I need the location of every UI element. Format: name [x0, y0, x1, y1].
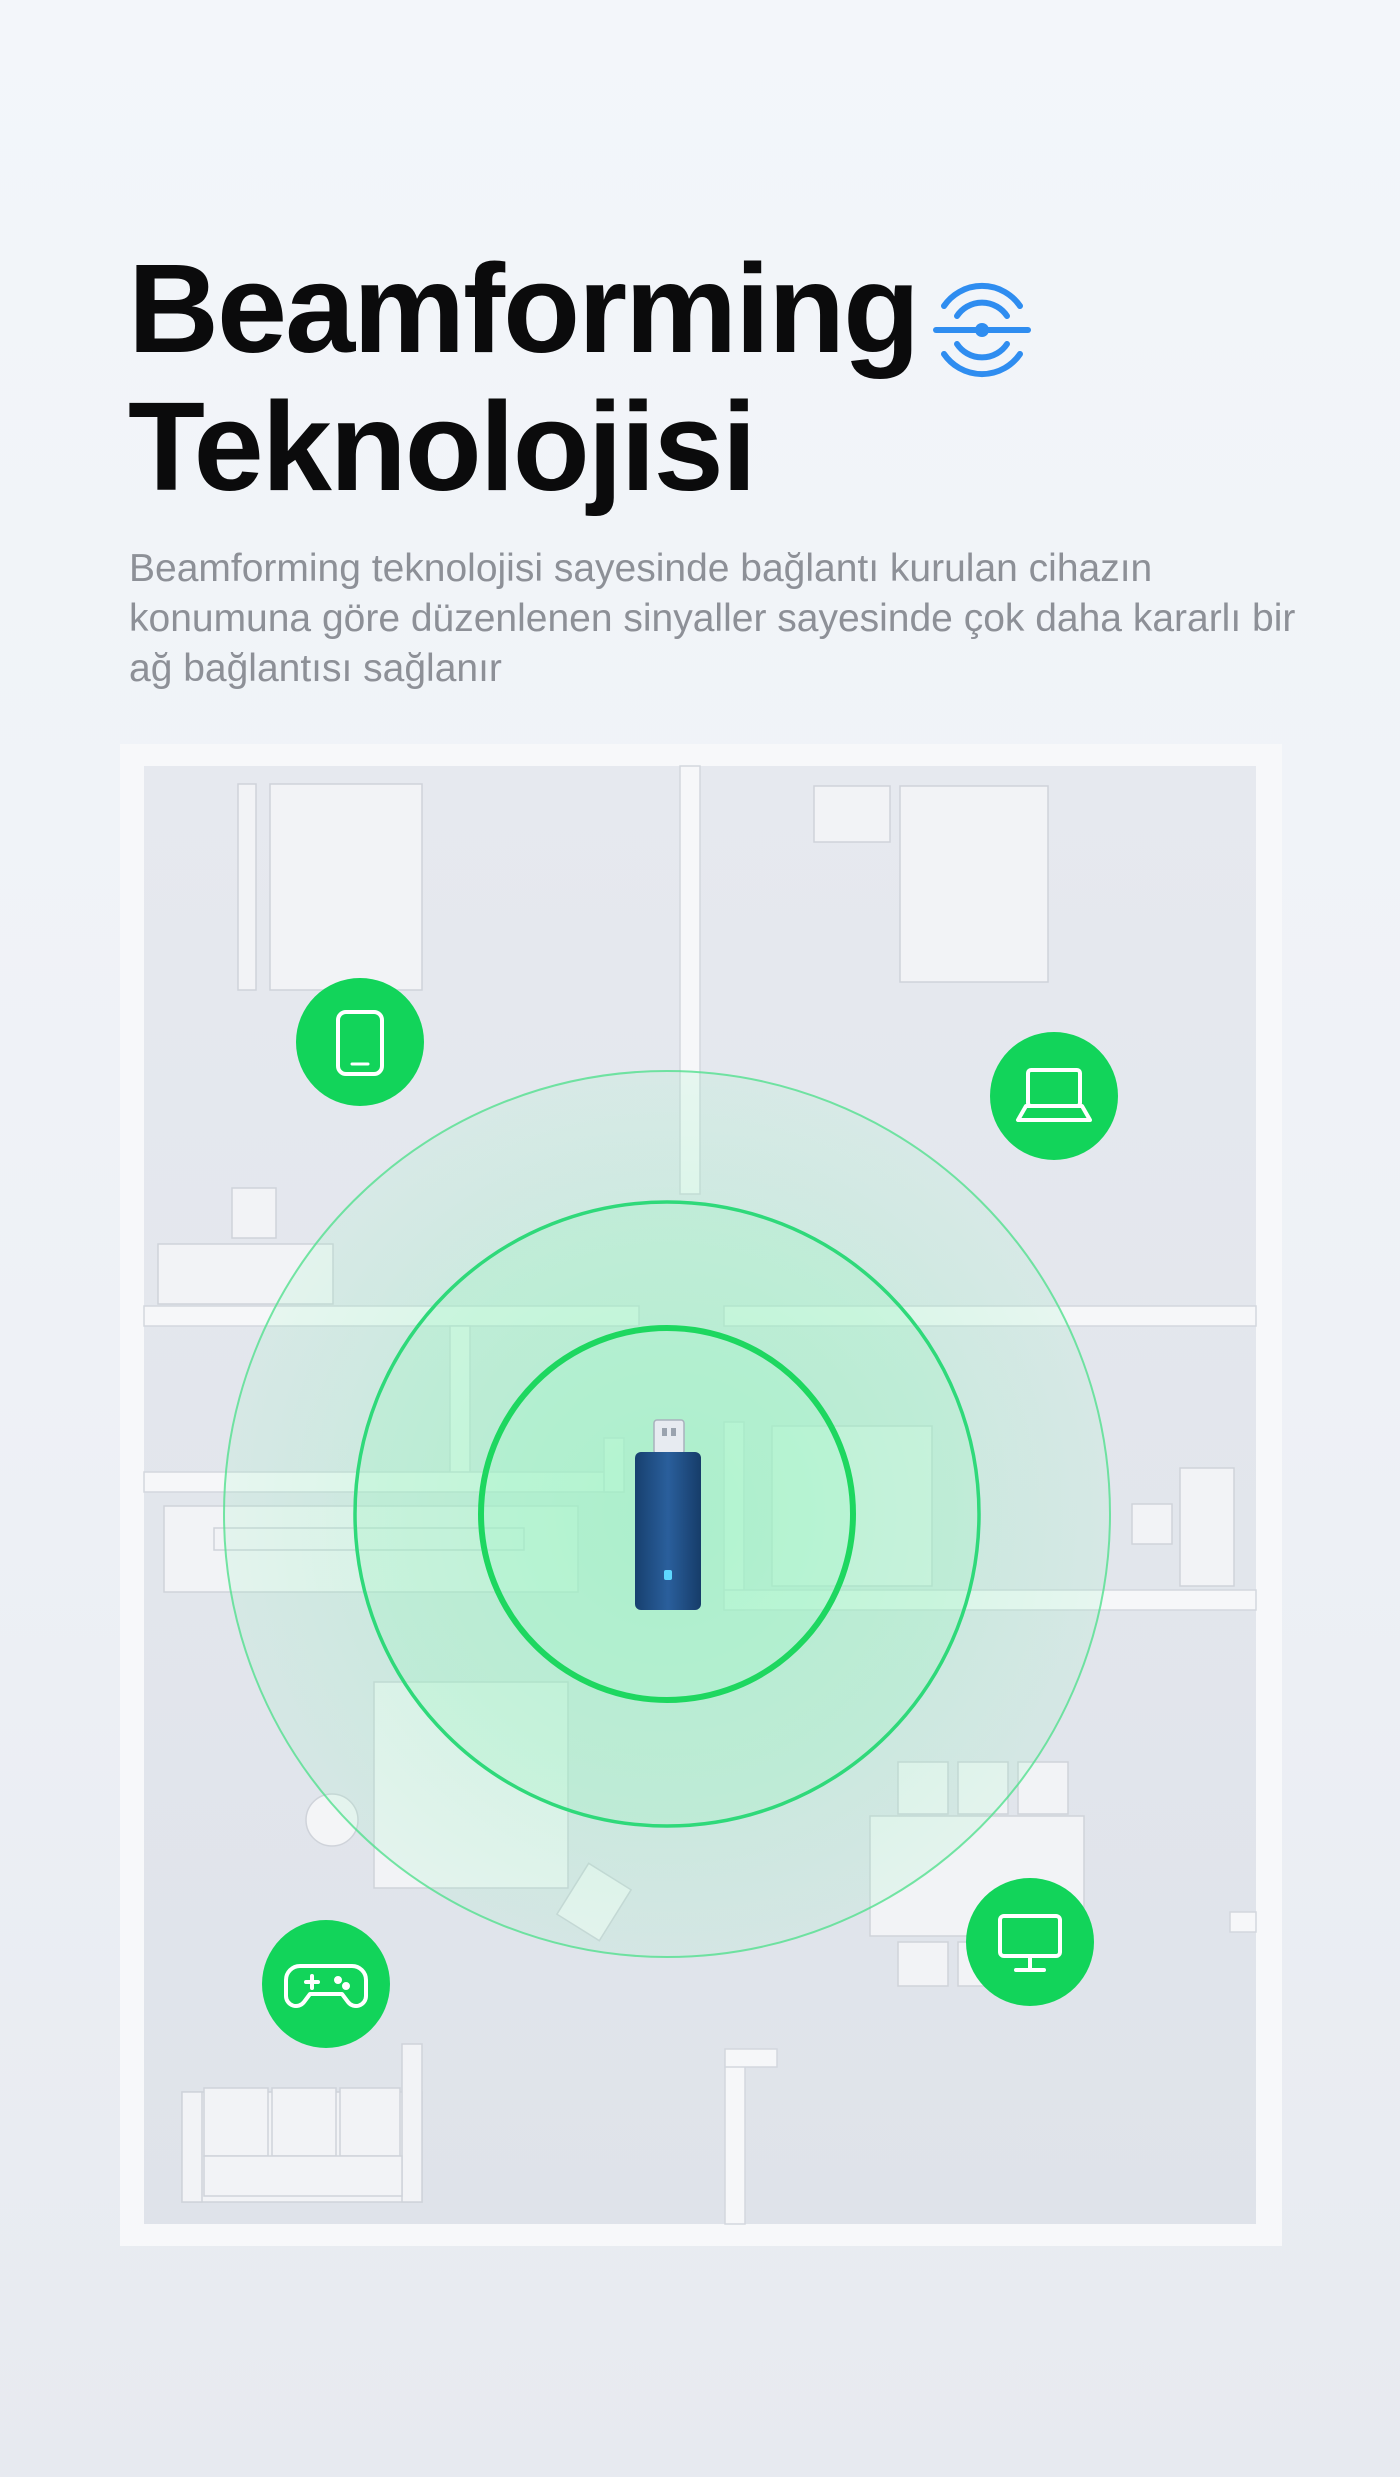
laptop-badge [990, 1032, 1118, 1160]
laptop-icon [1016, 1068, 1092, 1122]
gamepad-badge [262, 1920, 390, 2048]
gamepad-icon [284, 1964, 368, 2008]
page-title: Beamforming Teknolojisi [128, 238, 920, 517]
smartphone-badge [296, 978, 424, 1106]
title-line-1: Beamforming [128, 238, 920, 379]
monitor-badge [966, 1878, 1094, 2006]
smartphone-icon [336, 1010, 384, 1076]
floorplan-illustration [120, 744, 1282, 2246]
title-line-2: Teknolojisi [128, 376, 757, 517]
monitor-icon [998, 1914, 1062, 1972]
description-text: Beamforming teknolojisi sayesinde bağlan… [129, 547, 1296, 690]
usb-wifi-adapter [635, 1419, 701, 1610]
beamforming-signal-icon [930, 268, 1034, 392]
